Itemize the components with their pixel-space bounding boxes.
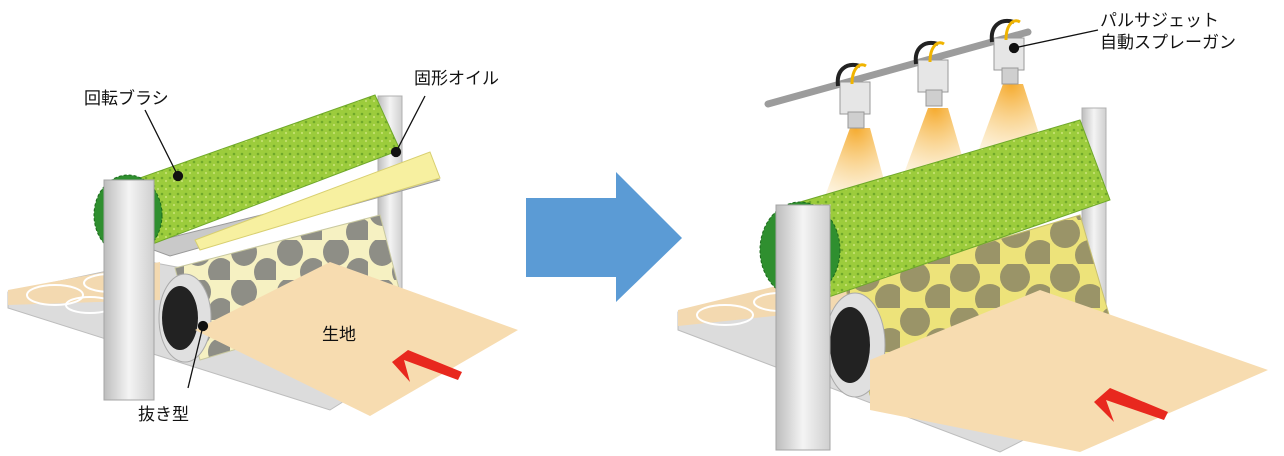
frame-left	[775, 204, 831, 451]
leader-lines-left	[144, 95, 426, 389]
right-machine	[677, 19, 1268, 453]
spray-gun	[835, 63, 871, 129]
die-label: 抜き型	[138, 405, 189, 425]
spray-gun-label: パルサジェット 自動スプレーガン	[1100, 10, 1236, 54]
spray-gun-assembly	[764, 19, 1032, 129]
fabric-sheet	[195, 262, 518, 416]
spray-gun	[913, 41, 949, 107]
cut-circle	[26, 284, 84, 306]
rotary-brush-label: 回転ブラシ	[84, 89, 169, 109]
solid-oil-block	[194, 151, 441, 251]
cut-circle	[696, 304, 754, 326]
spray-gun	[989, 19, 1025, 85]
solid-oil-label: 固形オイル	[414, 69, 499, 89]
feed-arrow-icon	[392, 350, 462, 382]
die-roller-hub	[830, 307, 870, 383]
fabric-sheet	[870, 290, 1268, 452]
feed-arrow-icon	[1094, 388, 1168, 422]
spray-gun-label-line1: パルサジェット	[1100, 11, 1219, 31]
leader-lines-right	[1008, 29, 1099, 54]
left-machine	[7, 94, 518, 416]
transition-arrow-icon	[526, 172, 682, 302]
spray-gun-label-line2: 自動スプレーガン	[1100, 33, 1236, 53]
fabric-label: 生地	[322, 325, 356, 345]
frame-left	[103, 179, 155, 401]
die-roller-hub	[162, 286, 198, 350]
